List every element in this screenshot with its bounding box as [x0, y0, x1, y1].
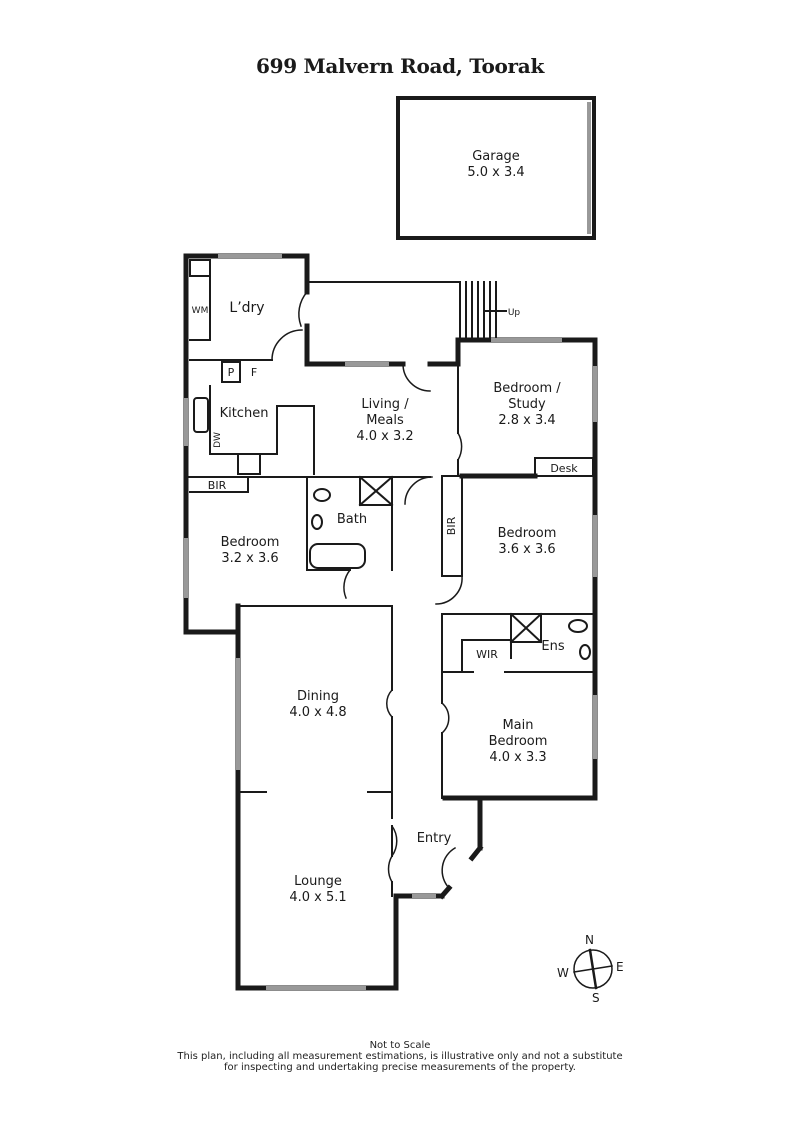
living-name-line2: Meals — [366, 413, 404, 428]
study-dims: 2.8 x 3.4 — [498, 413, 556, 428]
lounge-name: Lounge — [294, 874, 342, 889]
main-bedroom-label: Main Bedroom 4.0 x 3.3 — [489, 718, 548, 766]
ensuite-label: Ens — [541, 639, 565, 654]
disclaimer-line-2: for inspecting and undertaking precise m… — [224, 1062, 576, 1073]
compass-south: S — [592, 991, 600, 1005]
not-to-scale: Not to Scale — [369, 1040, 431, 1051]
bedroom-right-name: Bedroom — [497, 526, 557, 541]
study-name-line1: Bedroom / — [493, 381, 561, 396]
lounge-dims: 4.0 x 5.1 — [289, 890, 347, 905]
kitchen-label: Kitchen — [219, 406, 269, 421]
bedroom-left-name: Bedroom — [220, 535, 280, 550]
lounge-label: Lounge 4.0 x 5.1 — [289, 874, 346, 906]
main-bedroom-line1: Main — [502, 718, 534, 733]
wir-label: WIR — [476, 648, 498, 661]
bir-right-label: BIR — [445, 516, 458, 536]
study-name-line2: Study — [508, 397, 546, 412]
garage-label: Garage 5.0 x 3.4 — [467, 149, 524, 181]
bedroom-left-dims: 3.2 x 3.6 — [221, 551, 279, 566]
bedroom-right-dims: 3.6 x 3.6 — [498, 542, 556, 557]
main-bedroom-dims: 4.0 x 3.3 — [489, 750, 547, 765]
garage-name: Garage — [472, 149, 520, 164]
main-bedroom-line2: Bedroom — [488, 734, 548, 749]
disclaimer: Not to Scale This plan, including all me… — [0, 1040, 800, 1073]
dining-dims: 4.0 x 4.8 — [289, 705, 347, 720]
dining-label: Dining 4.0 x 4.8 — [289, 689, 346, 721]
fridge-label: F — [250, 366, 258, 379]
study-label: Bedroom / Study 2.8 x 3.4 — [493, 381, 560, 429]
bath-label: Bath — [336, 512, 368, 527]
living-dims: 4.0 x 3.2 — [356, 429, 414, 444]
compass-north: N — [585, 933, 594, 947]
garage-dims: 5.0 x 3.4 — [467, 165, 525, 180]
entry-label: Entry — [416, 831, 452, 846]
dishwasher-label: DW — [213, 432, 223, 448]
pantry-label: P — [227, 366, 235, 379]
page-title: 699 Malvern Road, Toorak — [255, 54, 545, 78]
compass-east: E — [616, 960, 624, 974]
compass-west: W — [557, 966, 569, 980]
living-meals-label: Living / Meals 4.0 x 3.2 — [356, 397, 413, 445]
dining-name: Dining — [297, 689, 339, 704]
disclaimer-line-1: This plan, including all measurement est… — [177, 1051, 623, 1062]
laundry-label: L’dry — [229, 300, 265, 316]
bedroom-right-label: Bedroom 3.6 x 3.6 — [498, 526, 557, 558]
desk-label: Desk — [550, 462, 578, 475]
bir-left-label: BIR — [207, 479, 227, 492]
bedroom-left-label: Bedroom 3.2 x 3.6 — [221, 535, 280, 567]
living-name-line1: Living / — [361, 397, 409, 412]
washing-machine-label: WM — [191, 306, 209, 316]
stairs-up-label: Up — [507, 308, 521, 318]
